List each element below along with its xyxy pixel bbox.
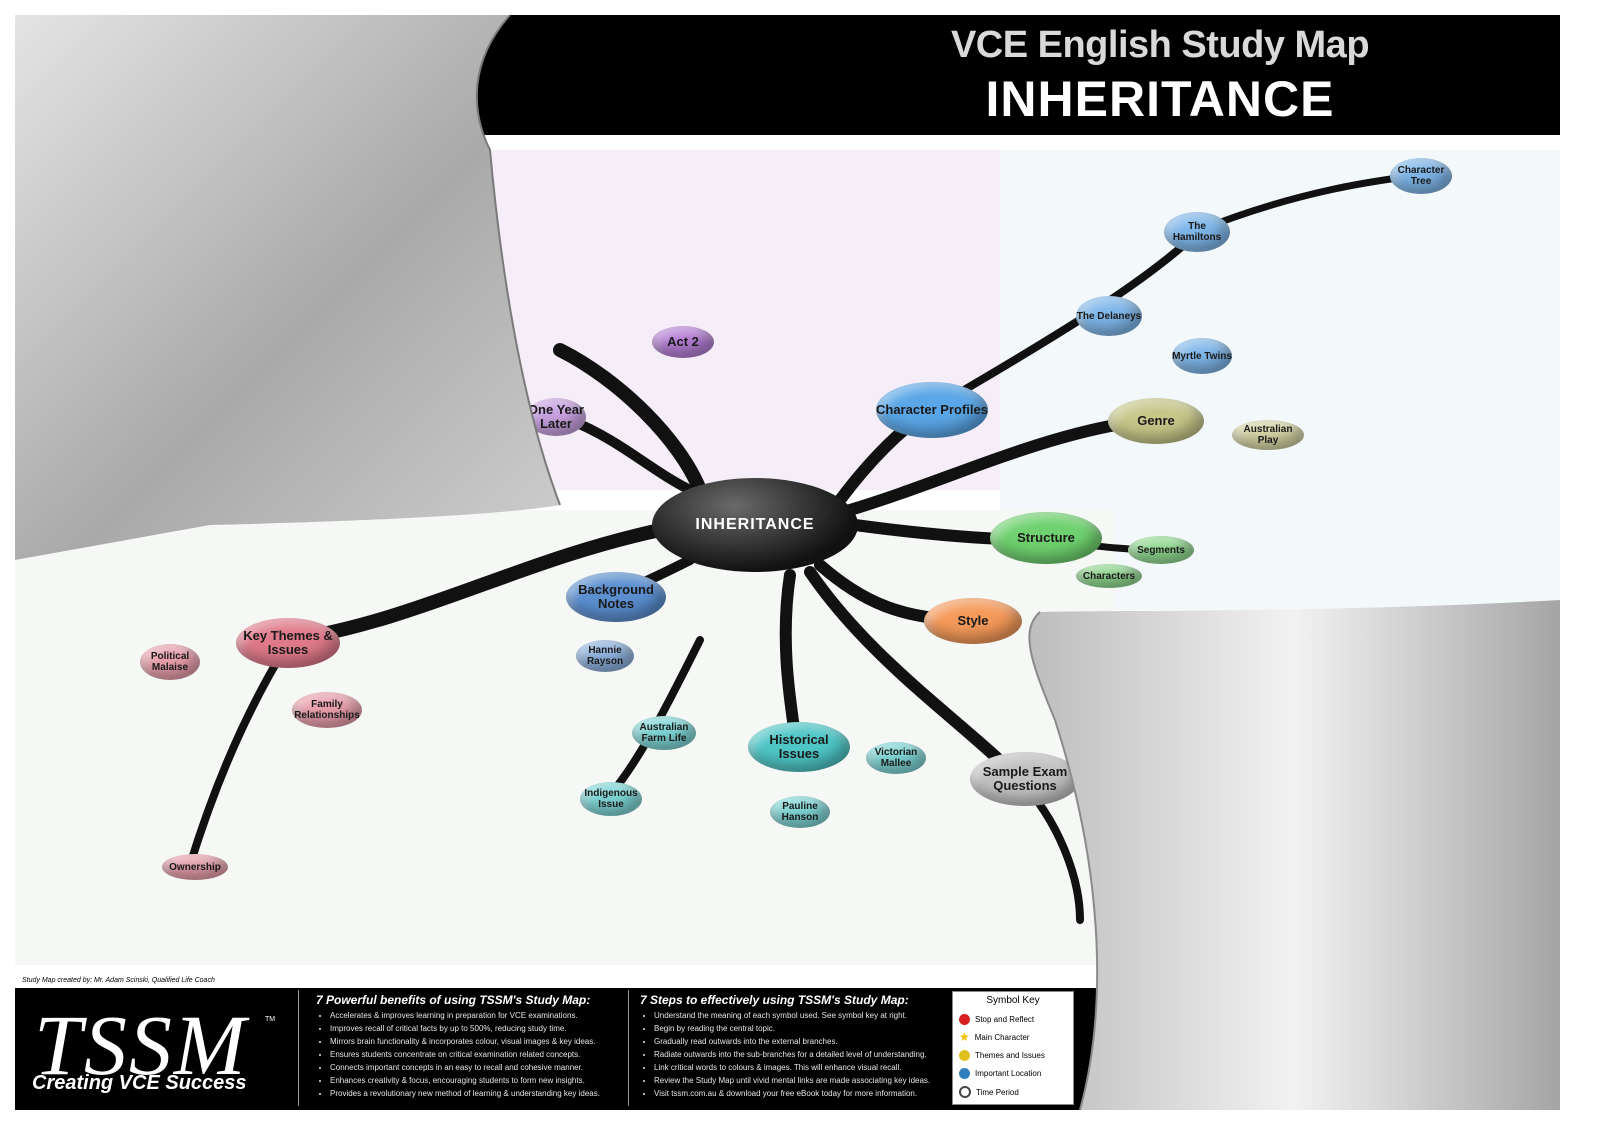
clock-icon [959, 1086, 971, 1098]
right-flap [1029, 15, 1560, 1110]
subtopic-victorian-mallee[interactable]: Victorian Mallee [866, 742, 926, 774]
step-item: Gradually read outwards into the externa… [654, 1035, 954, 1048]
star-icon: ★ [959, 1030, 970, 1044]
benefit-item: Enhances creativity & focus, encouraging… [330, 1074, 630, 1087]
branch-historical-issues[interactable]: Historical Issues [748, 722, 850, 772]
connector-key-themes [283, 523, 667, 647]
subtopic-indigenous-issue[interactable]: Indigenous Issue [580, 782, 642, 816]
benefit-item: Connects important concepts in an easy t… [330, 1061, 630, 1074]
globe-icon [959, 1068, 970, 1079]
branch-style[interactable]: Style [924, 598, 1022, 644]
leaf-area-bottom [15, 510, 1115, 965]
symbol-key: Symbol Key Stop and Reflect ★ Main Chara… [952, 991, 1074, 1105]
step-item: Radiate outwards into the sub-branches f… [654, 1048, 954, 1061]
key-row-time: Time Period [959, 1086, 1019, 1098]
right-flap-edge [1028, 611, 1099, 1111]
subtopic-political-malaise[interactable]: Political Malaise [140, 644, 200, 680]
subtopic-segments[interactable]: Segments [1128, 536, 1194, 564]
subtopic-australian-farm-life[interactable]: Australian Farm Life [632, 716, 696, 750]
subtopic-characters[interactable]: Characters [1076, 564, 1142, 588]
top-left-flap [15, 15, 560, 560]
benefit-item: Mirrors brain functionality & incorporat… [330, 1035, 630, 1048]
step-item: Understand the meaning of each symbol us… [654, 1009, 954, 1022]
subtopic-character-tree[interactable]: Character Tree [1390, 158, 1452, 194]
footer-divider-1 [298, 990, 299, 1106]
logo-tagline: Creating VCE Success [32, 1072, 247, 1094]
benefits-title: 7 Powerful benefits of using TSSM's Stud… [316, 993, 591, 1007]
subtopic-the-delaneys[interactable]: The Delaneys [1076, 296, 1142, 336]
branch-key-themes-issues[interactable]: Key Themes & Issues [236, 618, 340, 668]
subtopic-the-hamiltons[interactable]: The Hamiltons [1164, 212, 1230, 252]
connector-historical [779, 569, 801, 741]
branch-act-2[interactable]: Act 2 [652, 326, 714, 358]
stop-sign-icon [959, 1014, 970, 1025]
key-label: Important Location [975, 1069, 1042, 1078]
steps-title: 7 Steps to effectively using TSSM's Stud… [640, 993, 909, 1007]
page-title: VCE English Study Map [950, 24, 1370, 66]
subtopic-pauline-hanson[interactable]: Pauline Hanson [770, 796, 830, 828]
top-left-flap-edge [475, 14, 561, 506]
step-item: Review the Study Map until vivid mental … [654, 1074, 954, 1087]
branch-structure[interactable]: Structure [990, 512, 1102, 564]
subtopic-myrtle-twins[interactable]: Myrtle Twins [1172, 338, 1232, 374]
branch-genre[interactable]: Genre [1108, 398, 1204, 444]
subtopic-ownership[interactable]: Ownership [162, 854, 228, 880]
key-row-stop: Stop and Reflect [959, 1014, 1034, 1025]
trademark-mark: TM [265, 1016, 276, 1023]
step-item: Visit tssm.com.au & download your free e… [654, 1087, 954, 1100]
step-item: Link critical words to colours & images.… [654, 1061, 954, 1074]
key-label: Main Character [974, 1033, 1030, 1042]
page-subtitle: INHERITANCE [985, 71, 1335, 127]
tssm-logo: TSSM [34, 997, 248, 1093]
key-row-main-character: ★ Main Character [959, 1030, 1030, 1044]
connector-one-year-later [565, 415, 695, 495]
key-row-location: Important Location [959, 1068, 1041, 1079]
benefits-list: Accelerates & improves learning in prepa… [318, 1009, 630, 1100]
credit-line: Study Map created by: Mr. Adam Scinski, … [22, 977, 215, 984]
subtopic-hannie-rayson[interactable]: Hannie Rayson [576, 640, 634, 672]
leaf-area-top-left [480, 150, 1080, 490]
key-label: Time Period [976, 1087, 1019, 1097]
connector-act2 [553, 343, 707, 497]
subtopic-australian-play[interactable]: Australian Play [1232, 420, 1304, 450]
symbol-key-title: Symbol Key [986, 995, 1040, 1006]
branch-connectors [186, 171, 1424, 924]
branch-sample-exam-questions[interactable]: Sample Exam Questions [970, 752, 1080, 806]
benefit-item: Provides a revolutionary new method of l… [330, 1087, 630, 1100]
connector-sample-exam [804, 566, 1021, 781]
steps-list: Understand the meaning of each symbol us… [642, 1009, 954, 1100]
connector-ownership [186, 636, 294, 869]
subtopic-family-relationships[interactable]: Family Relationships [292, 692, 362, 728]
footer-divider-2 [628, 990, 629, 1106]
benefit-item: Improves recall of critical facts by up … [330, 1022, 630, 1035]
benefit-item: Accelerates & improves learning in prepa… [330, 1009, 630, 1022]
branch-background-notes[interactable]: Background Notes [566, 572, 666, 622]
step-item: Begin by reading the central topic. [654, 1022, 954, 1035]
key-label: Themes and Issues [975, 1051, 1045, 1060]
key-label: Stop and Reflect [975, 1015, 1035, 1024]
lightbulb-icon [959, 1050, 970, 1061]
key-row-themes: Themes and Issues [959, 1050, 1045, 1061]
branch-character-profiles[interactable]: Character Profiles [876, 382, 988, 438]
benefit-item: Ensures students concentrate on critical… [330, 1048, 630, 1061]
central-topic[interactable]: INHERITANCE [652, 478, 858, 572]
